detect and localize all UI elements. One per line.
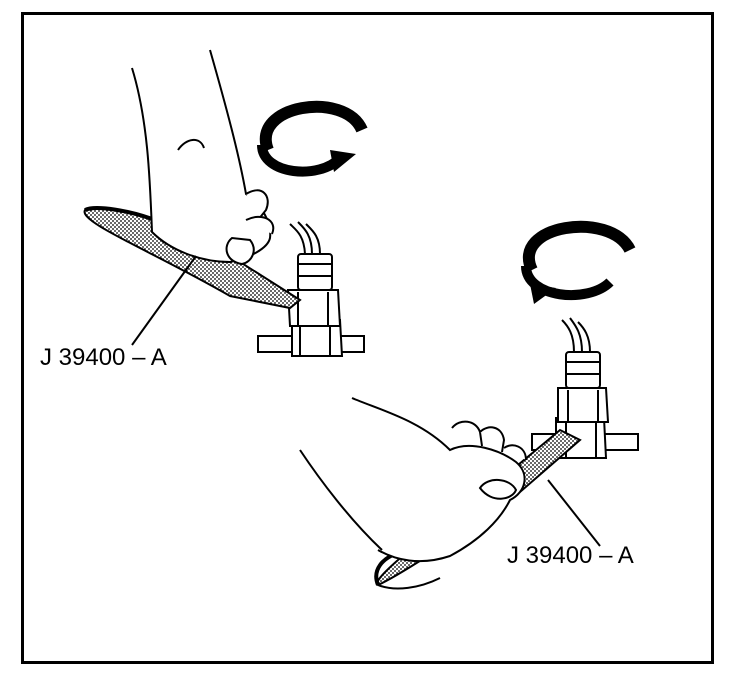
leader-line-lower [547,479,601,547]
rotation-arrow-icon [521,220,636,304]
hand-icon [299,397,527,563]
leader-line-upper [131,255,197,346]
hand-icon [131,49,275,266]
tool-callout-lower: J 39400 – A [507,542,634,569]
sensor-fitting-icon [531,317,639,459]
sensor-fitting-icon [257,221,365,357]
tool-callout-upper: J 39400 – A [40,344,167,371]
rotation-arrow-icon [257,100,368,177]
